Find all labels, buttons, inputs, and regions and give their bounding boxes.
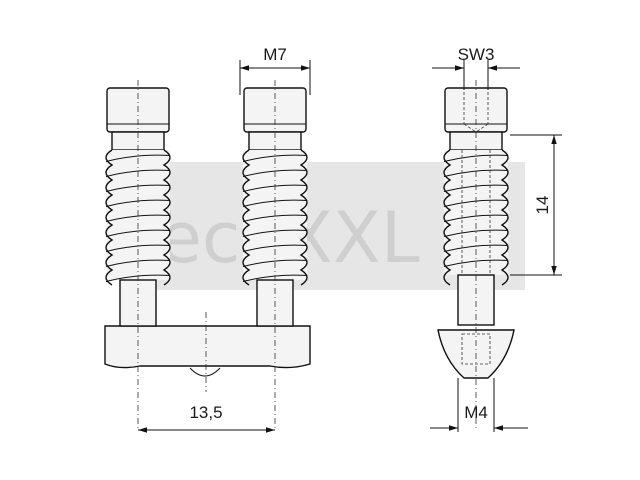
dimension-m4-label: M4 [464, 403, 488, 422]
dimension-m4: M4 [430, 378, 528, 432]
dimension-m7-label: M7 [263, 45, 287, 64]
dimension-pitch-label: 13,5 [189, 403, 222, 422]
double-stud-assembly: M7 13,5 [104, 45, 311, 433]
dimension-sw3-label: SW3 [458, 45, 495, 64]
single-stud-view: SW3 14 M4 [430, 45, 562, 432]
dimension-sw3: SW3 [432, 45, 520, 90]
dimension-length-label: 14 [533, 196, 552, 215]
dimension-length: 14 [510, 134, 562, 276]
base-plate [104, 325, 311, 369]
dimension-pitch: 13,5 [138, 403, 275, 433]
dimension-m7: M7 [239, 45, 311, 95]
